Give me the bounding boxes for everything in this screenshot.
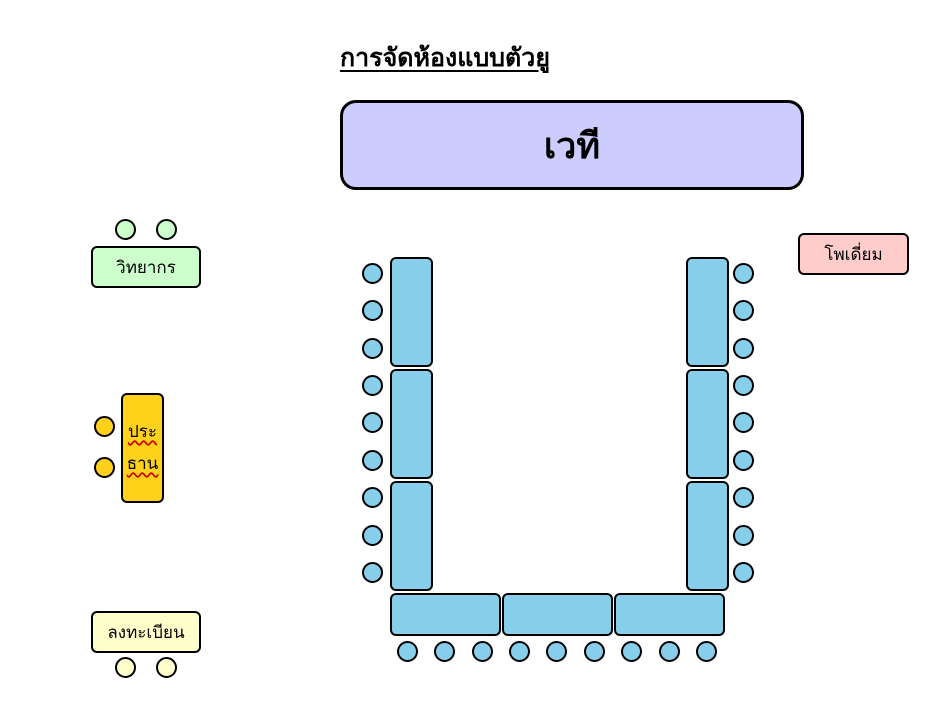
u-seat-left [362, 263, 383, 284]
u-table-right [686, 481, 729, 591]
u-table-bottom [390, 593, 501, 636]
u-seat-right [733, 450, 754, 471]
chairman-label-line1: ประ [127, 422, 158, 442]
u-seat-bottom [546, 641, 567, 662]
speaker-table: วิทยากร [91, 246, 201, 288]
u-seat-bottom [434, 641, 455, 662]
u-seat-left [362, 412, 383, 433]
u-seat-right [733, 562, 754, 583]
registration-seat [115, 657, 136, 678]
u-seat-bottom [659, 641, 680, 662]
stage-label: เวที [543, 124, 601, 167]
page-title: การจัดห้องแบบตัวยู [340, 43, 550, 72]
u-table-right [686, 369, 729, 479]
registration-table: ลงทะเบียน [91, 611, 201, 653]
u-seat-left [362, 450, 383, 471]
u-table-left [390, 257, 433, 367]
u-seat-bottom [621, 641, 642, 662]
u-seat-right [733, 338, 754, 359]
podium: โพเดี่ยม [798, 233, 909, 275]
u-seat-bottom [509, 641, 530, 662]
chairman-label-line2: ธาน [126, 454, 159, 474]
podium-label: โพเดี่ยม [824, 244, 883, 265]
u-table-bottom [502, 593, 613, 636]
u-seat-bottom [472, 641, 493, 662]
speaker-label: วิทยากร [116, 257, 176, 278]
u-seat-right [733, 300, 754, 321]
u-seat-left [362, 300, 383, 321]
u-seat-left [362, 562, 383, 583]
u-seat-left [362, 338, 383, 359]
u-seat-bottom [584, 641, 605, 662]
u-seat-left [362, 525, 383, 546]
registration-label: ลงทะเบียน [107, 622, 185, 643]
u-seat-right [733, 487, 754, 508]
u-table-left [390, 369, 433, 479]
u-seat-right [733, 263, 754, 284]
stage: เวที [340, 100, 804, 190]
speaker-seat [156, 219, 177, 240]
u-table-bottom [614, 593, 725, 636]
registration-seat [156, 657, 177, 678]
u-seat-bottom [696, 641, 717, 662]
u-seat-right [733, 375, 754, 396]
u-table-right [686, 257, 729, 367]
u-table-left [390, 481, 433, 591]
u-seat-left [362, 375, 383, 396]
speaker-seat [115, 219, 136, 240]
chairman-seat [94, 416, 115, 437]
u-seat-left [362, 487, 383, 508]
u-seat-right [733, 412, 754, 433]
u-seat-right [733, 525, 754, 546]
chairman-seat [94, 457, 115, 478]
u-seat-bottom [397, 641, 418, 662]
chairman-table: ประ ธาน [121, 393, 164, 503]
